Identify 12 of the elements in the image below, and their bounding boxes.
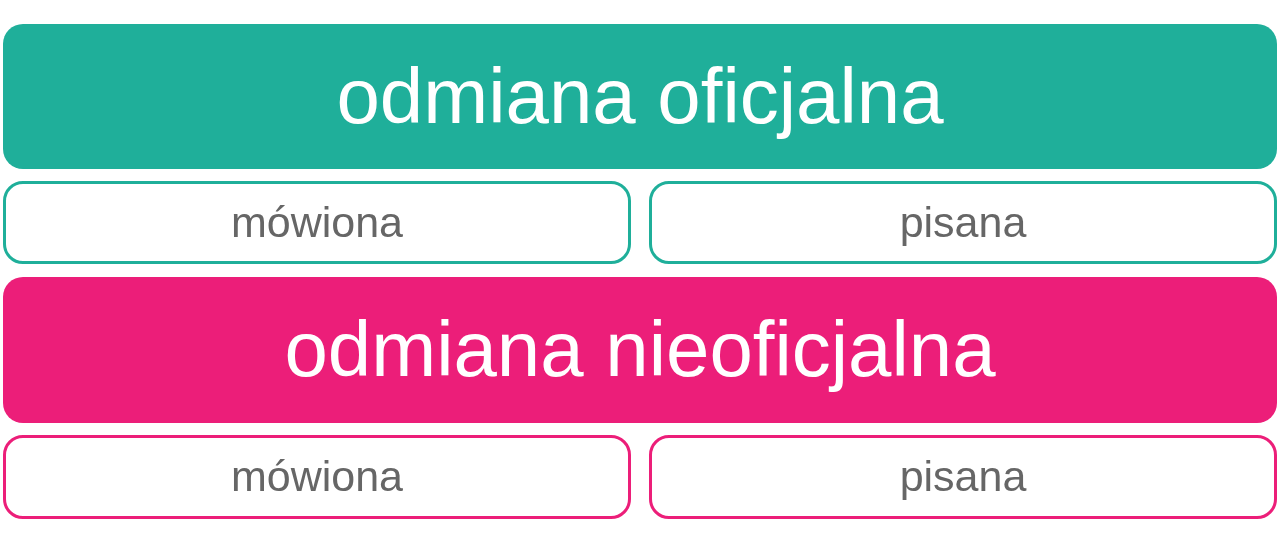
banner-title: odmiana nieoficjalna [284,304,996,396]
subcategory-box [3,435,631,519]
subcategory-box [649,435,1277,519]
subcategory-label: pisana [899,196,1027,248]
subcategory-label: mówiona [230,451,404,503]
subcategory-box [649,181,1277,264]
subcategory-label: pisana [899,451,1027,503]
subcategory-label: mówiona [230,196,404,248]
banner-title: odmiana oficjalna [336,50,944,142]
subcategory-box [3,181,631,264]
category-banner [3,277,1277,423]
category-banner [3,24,1277,169]
